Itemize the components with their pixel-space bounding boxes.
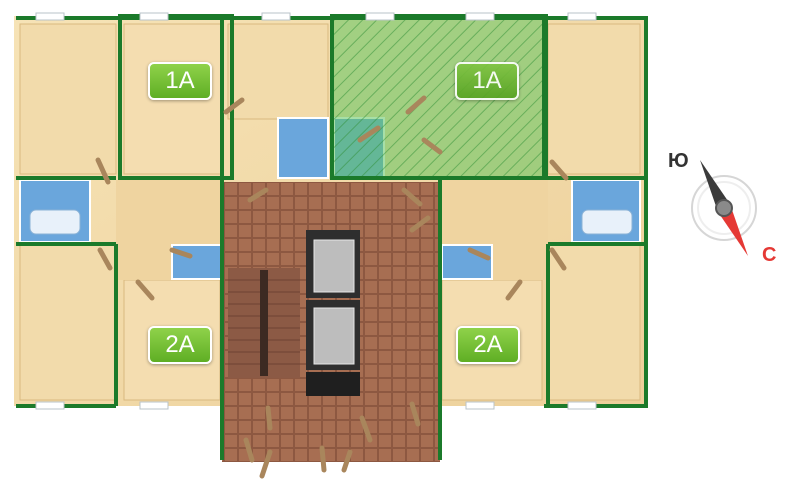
unit-badge-1a-left[interactable]: 1A	[148, 62, 212, 100]
windows-top	[35, 12, 597, 21]
room-right-top	[547, 23, 641, 175]
room-center-left-top	[227, 23, 329, 120]
unit-badge-2a-right[interactable]: 2A	[456, 326, 520, 364]
bathroom-center-left	[277, 117, 329, 179]
unit-badge-1a-right[interactable]: 1A	[455, 62, 519, 100]
bathroom-right-small	[441, 244, 493, 280]
compass-north-label: С	[762, 244, 777, 266]
unit-badge-2a-left[interactable]: 2A	[148, 326, 212, 364]
walls	[16, 16, 648, 460]
bathtub-left	[29, 209, 81, 235]
compass-needle-north	[718, 204, 748, 256]
elevator-car-bottom	[313, 307, 355, 365]
unit-1a-right-outline	[330, 14, 548, 180]
compass-needle-south	[700, 160, 730, 212]
bathtub-right	[581, 209, 633, 235]
stair-railing	[260, 270, 268, 376]
elevator-car-top	[313, 239, 355, 293]
unit-1a-left-outline	[118, 14, 234, 180]
room-left-top	[19, 23, 117, 175]
windows-bottom	[35, 401, 597, 410]
elevator-lobby-dark	[306, 372, 360, 396]
room-left-bottom	[19, 244, 117, 401]
doors	[95, 95, 569, 479]
room-right-bottom	[547, 244, 641, 401]
compass-center	[715, 199, 733, 217]
compass-south-label: Ю	[668, 150, 689, 172]
compass	[691, 160, 757, 256]
entrance-vestibule	[222, 400, 440, 462]
